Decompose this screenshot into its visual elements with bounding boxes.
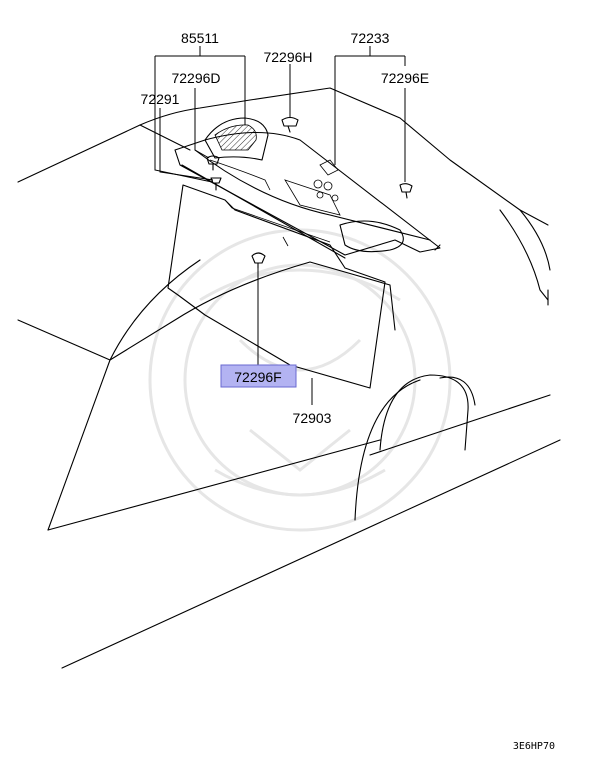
- car-body-outline: [17, 87, 561, 669]
- trim-panel-72903: [167, 184, 386, 389]
- screw-72291: [210, 177, 222, 191]
- label-72296D[interactable]: 72296D: [171, 70, 220, 86]
- label-85511[interactable]: 85511: [181, 30, 219, 46]
- clip-72296D: [206, 155, 220, 171]
- reference-code: 3E6HP70: [513, 741, 555, 752]
- label-72296E[interactable]: 72296E: [381, 70, 429, 86]
- clip-72296E: [399, 183, 413, 199]
- leader-lines: [154, 46, 406, 405]
- rear-shelf-72233: [174, 131, 441, 259]
- label-72296H[interactable]: 72296H: [263, 49, 312, 65]
- highlight-box-72296F: [220, 364, 297, 388]
- stop-light-85511: [204, 117, 269, 161]
- label-72233[interactable]: 72233: [351, 30, 390, 46]
- label-72291[interactable]: 72291: [141, 91, 180, 107]
- watermark-emblem: [148, 228, 452, 532]
- label-72296F[interactable]: 72296F: [234, 369, 281, 385]
- clip-72296H: [281, 116, 299, 133]
- clip-72296F: [251, 252, 266, 269]
- label-72903[interactable]: 72903: [293, 410, 332, 426]
